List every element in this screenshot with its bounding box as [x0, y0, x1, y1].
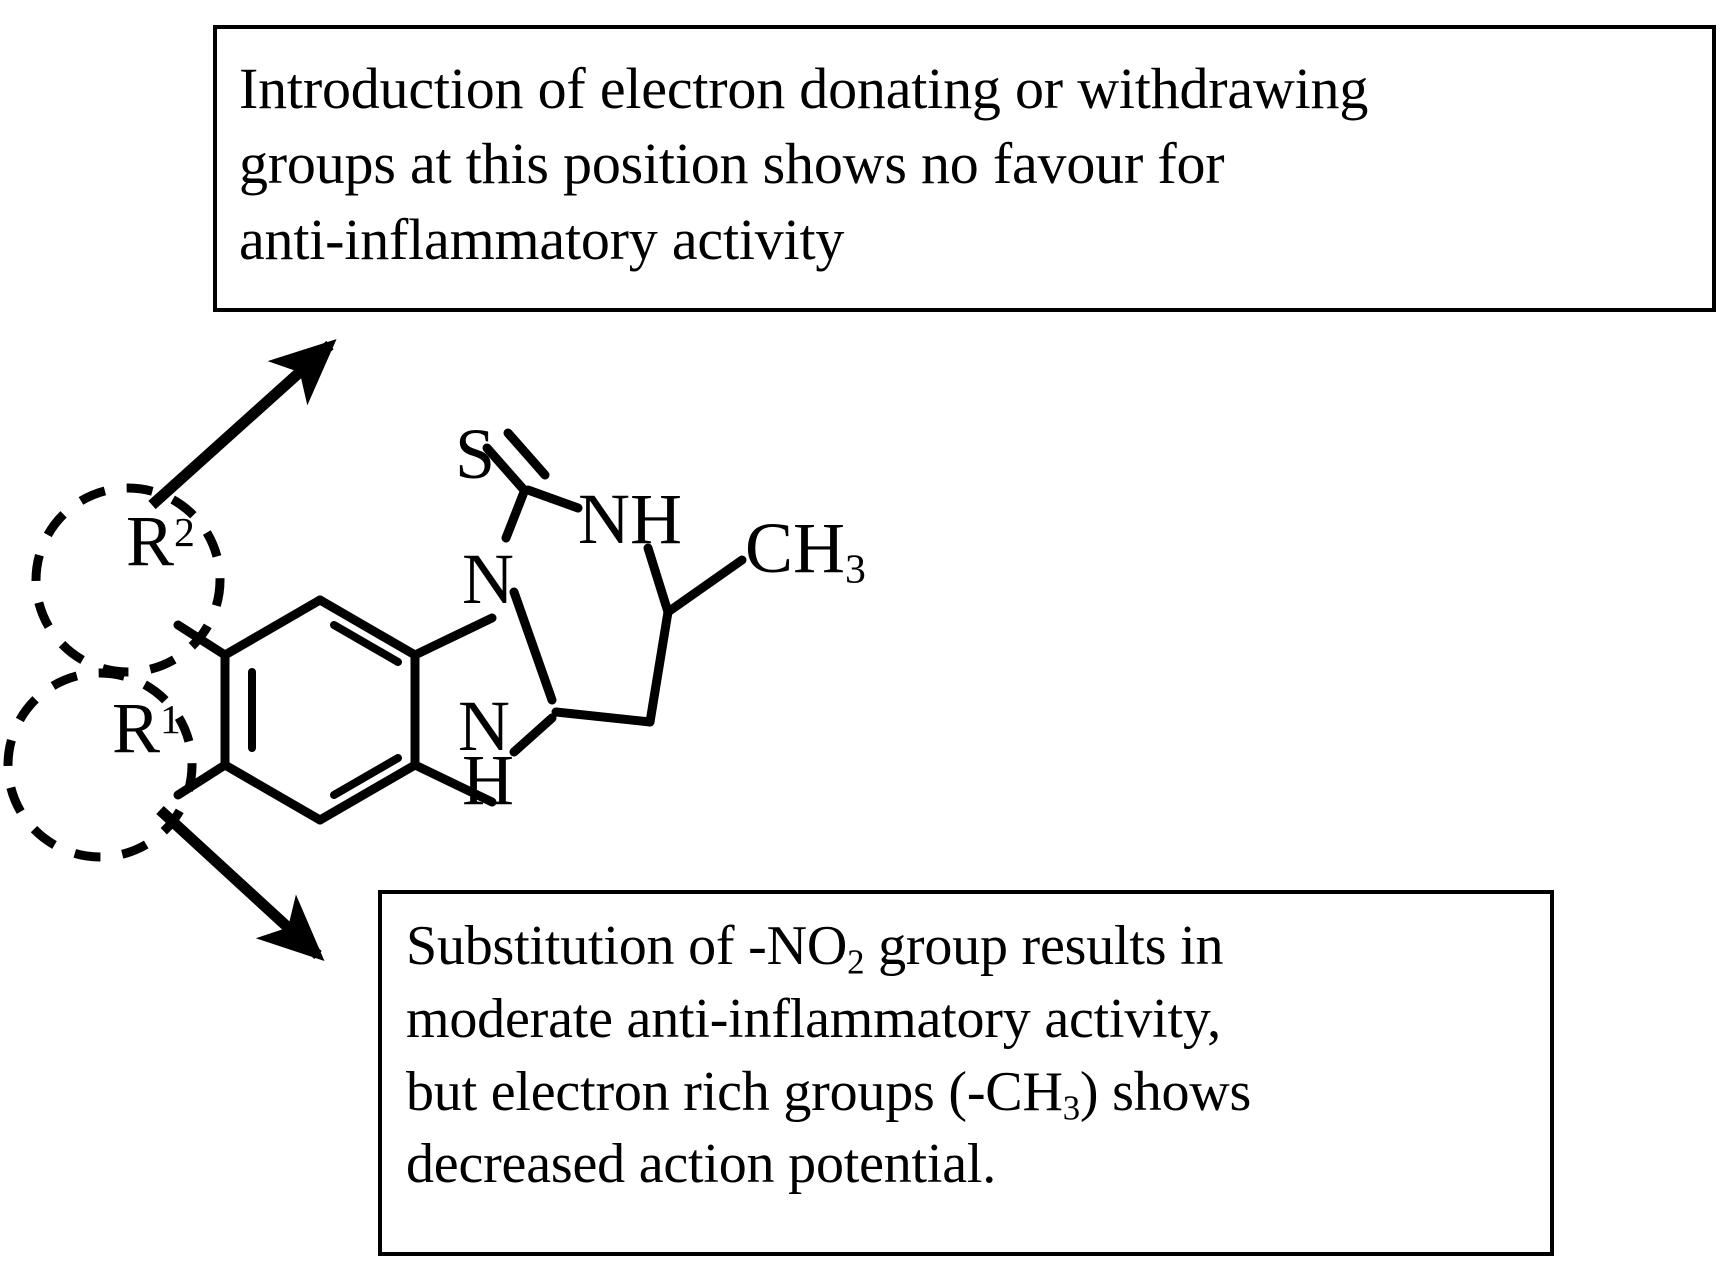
- callout-bottom-line-2: moderate anti-inflammatory activity,: [406, 987, 1221, 1050]
- callout-box-bottom: Substitution of -NO2 group results in mo…: [378, 890, 1554, 1256]
- benzene-ring: [220, 595, 420, 825]
- atom-label-sulfur: S: [455, 414, 496, 494]
- atom-label-methyl: CH3: [745, 512, 866, 590]
- arrow-r1-to-bottom-callout: [156, 805, 325, 961]
- substituent-label-r1: R1: [112, 692, 181, 764]
- callout-bottom-line-1-b: group results in: [864, 915, 1224, 977]
- substituent-bonds: [173, 620, 230, 800]
- methyl-base: CH: [745, 508, 846, 588]
- atom-label-ring-nitrogen-top: N: [462, 539, 514, 619]
- substituent-label-r2: R2: [126, 505, 195, 577]
- arrow-r2-to-top-callout: [148, 339, 337, 510]
- callout-top-line-2: groups at this position shows no favour …: [239, 131, 1225, 197]
- callout-bottom-line-1: Substitution of -NO2 group results in: [406, 910, 1540, 983]
- r2-superscript: 2: [174, 510, 195, 557]
- r2-bond: [173, 620, 230, 660]
- callout-bottom-line-1-subscript: 2: [847, 942, 865, 982]
- callout-top-line-1: Introduction of electron donating or wit…: [239, 56, 1369, 121]
- atom-label-ring-nitrogen-bottom: N: [458, 686, 510, 766]
- thiocarbonyl-double-bond: [482, 428, 550, 495]
- callout-bottom-line-3-b: ) shows: [1079, 1060, 1252, 1123]
- atom-label-amine-nh: NH: [578, 479, 682, 559]
- r2-base: R: [126, 501, 175, 581]
- methyl-bond: [663, 555, 747, 617]
- r1-superscript: 1: [160, 697, 181, 744]
- r1-base: R: [112, 688, 161, 768]
- callout-bottom-line-3-subscript: 3: [1062, 1088, 1080, 1128]
- callout-bottom-line-3: but electron rich groups (-CH3) shows: [406, 1056, 1540, 1129]
- callout-bottom-line-1-a: Substitution of -NO: [406, 915, 848, 977]
- callout-top-line-3: anti-inflammatory activity: [239, 206, 845, 272]
- callout-bottom-line-4: decreased action potential.: [406, 1133, 997, 1196]
- callout-box-top: Introduction of electron donating or wit…: [213, 25, 1716, 312]
- callout-bottom-line-3-a: but electron rich groups (-CH: [406, 1060, 1063, 1123]
- methyl-subscript: 3: [845, 546, 866, 593]
- r1-bond: [173, 760, 230, 800]
- atom-label-ring-nh-hydrogen: H: [462, 740, 514, 820]
